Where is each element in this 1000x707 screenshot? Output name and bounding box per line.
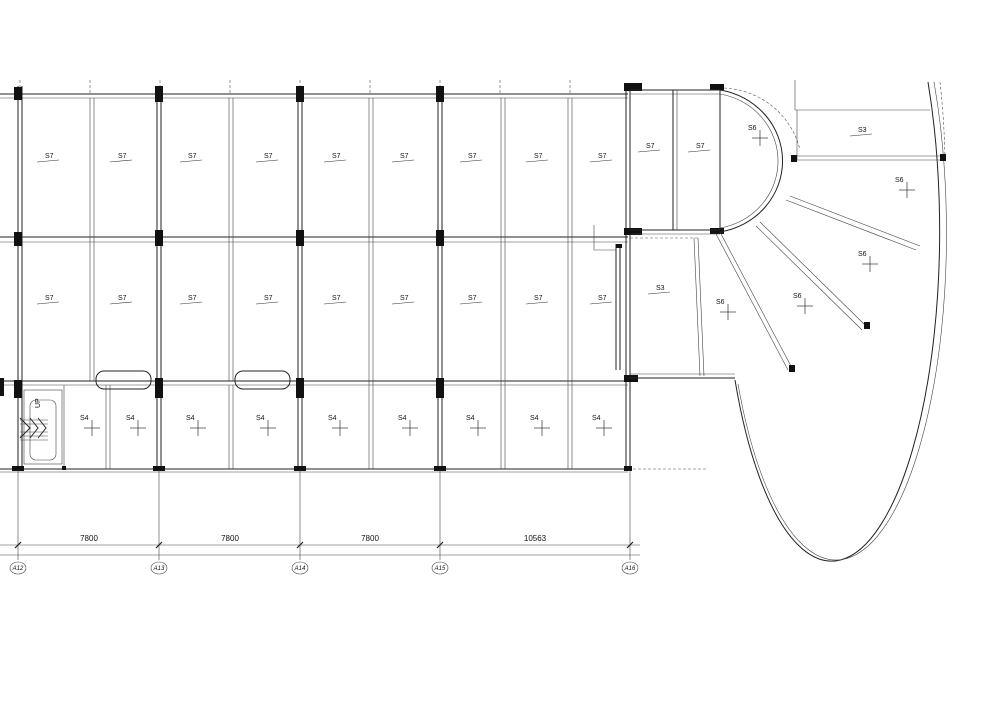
- dimension-2: 7800: [221, 534, 239, 543]
- slab-span-mark: [391, 159, 415, 163]
- stair: UP: [19, 389, 63, 465]
- axis-a12-label: A12: [12, 566, 24, 572]
- slab-span-mark: [391, 301, 415, 305]
- structural-columns: [0, 83, 724, 471]
- slab-label-top_row-2: S7: [188, 153, 197, 160]
- slab-label-top_row-8: S7: [598, 153, 607, 160]
- slab-label-middle_row-2: S7: [188, 295, 197, 302]
- grid-axis-bubbles: A12 A13 A14 A15 A16: [9, 561, 639, 575]
- slab-label-top_row-5: S7: [400, 153, 409, 160]
- column-lines: [17, 86, 631, 470]
- slab-label-top_row-3: S7: [264, 153, 273, 160]
- slab-label-middle_row-6: S7: [468, 295, 477, 302]
- axis-a16-label: A16: [624, 566, 636, 572]
- slab-label-east-3: S3: [858, 127, 867, 134]
- slab-label-east-4: S6: [895, 177, 904, 184]
- slab-span-mark: [589, 301, 613, 305]
- dimension-line: 7800 7800 7800 10563: [0, 470, 640, 560]
- axis-a14-label: A14: [294, 566, 306, 572]
- slab-label-east-2: S6: [748, 125, 757, 132]
- slab-span-mark: [179, 159, 203, 163]
- slab-label-east-7: S6: [793, 293, 802, 300]
- slab-label-middle_row-3: S7: [264, 295, 273, 302]
- slab-label-top_row-1: S7: [118, 153, 127, 160]
- slab-label-top_row-0: S7: [45, 153, 54, 160]
- slab-label-bottom_row-1: S4: [126, 415, 135, 422]
- slab-span-mark: [36, 301, 60, 305]
- slab-span-mark: [36, 159, 60, 163]
- slab-span-mark: [647, 291, 671, 295]
- slab-span-mark: [109, 301, 133, 305]
- slab-span-mark: [323, 159, 347, 163]
- slab-span-mark: [589, 159, 613, 163]
- slab-label-middle_row-7: S7: [534, 295, 543, 302]
- slab-label-top_row-6: S7: [468, 153, 477, 160]
- dimension-1: 7800: [80, 534, 98, 543]
- slab-label-middle_row-8: S7: [598, 295, 607, 302]
- slab-label-east-0: S7: [646, 143, 655, 150]
- slab-span-mark: [459, 159, 483, 163]
- slab-label-middle_row-0: S7: [45, 295, 54, 302]
- slab-span-mark: [525, 301, 549, 305]
- slab-label-bottom_row-2: S4: [186, 415, 195, 422]
- slab-span-mark: [179, 301, 203, 305]
- slab-label-bottom_row-5: S4: [398, 415, 407, 422]
- dimension-3: 7800: [361, 534, 379, 543]
- slab-span-mark: [637, 149, 661, 153]
- slab-span-mark: [687, 149, 711, 153]
- slab-label-middle_row-5: S7: [400, 295, 409, 302]
- slab-label-bottom_row-8: S4: [592, 415, 601, 422]
- slab-span-mark: [255, 159, 279, 163]
- slab-label-top_row-4: S7: [332, 153, 341, 160]
- slab-label-top_row-7: S7: [534, 153, 543, 160]
- slab-span-mark: [109, 159, 133, 163]
- slab-label-east-6: S6: [716, 299, 725, 306]
- axis-a15-label: A15: [434, 566, 446, 572]
- slab-label-middle_row-4: S7: [332, 295, 341, 302]
- slab-label-bottom_row-6: S4: [466, 415, 475, 422]
- slab-label-middle_row-1: S7: [118, 295, 127, 302]
- slab-span-mark: [459, 301, 483, 305]
- stair-label: UP: [35, 398, 42, 408]
- dimension-4: 10563: [524, 534, 547, 543]
- axis-a13-label: A13: [153, 566, 165, 572]
- slab-label-east-8: S3: [656, 285, 665, 292]
- slab-label-bottom_row-4: S4: [328, 415, 337, 422]
- slab-span-mark: [255, 301, 279, 305]
- east-block: [593, 80, 947, 562]
- slab-span-mark: [323, 301, 347, 305]
- revision-clouds: [95, 370, 291, 390]
- slab-span-mark: [525, 159, 549, 163]
- slab-label-east-5: S6: [858, 251, 867, 258]
- beam-lines: [0, 80, 706, 473]
- slab-label-bottom_row-3: S4: [256, 415, 265, 422]
- slab-label-east-1: S7: [696, 143, 705, 150]
- slab-label-bottom_row-0: S4: [80, 415, 89, 422]
- slab-label-bottom_row-7: S4: [530, 415, 539, 422]
- slab-span-mark: [849, 133, 873, 137]
